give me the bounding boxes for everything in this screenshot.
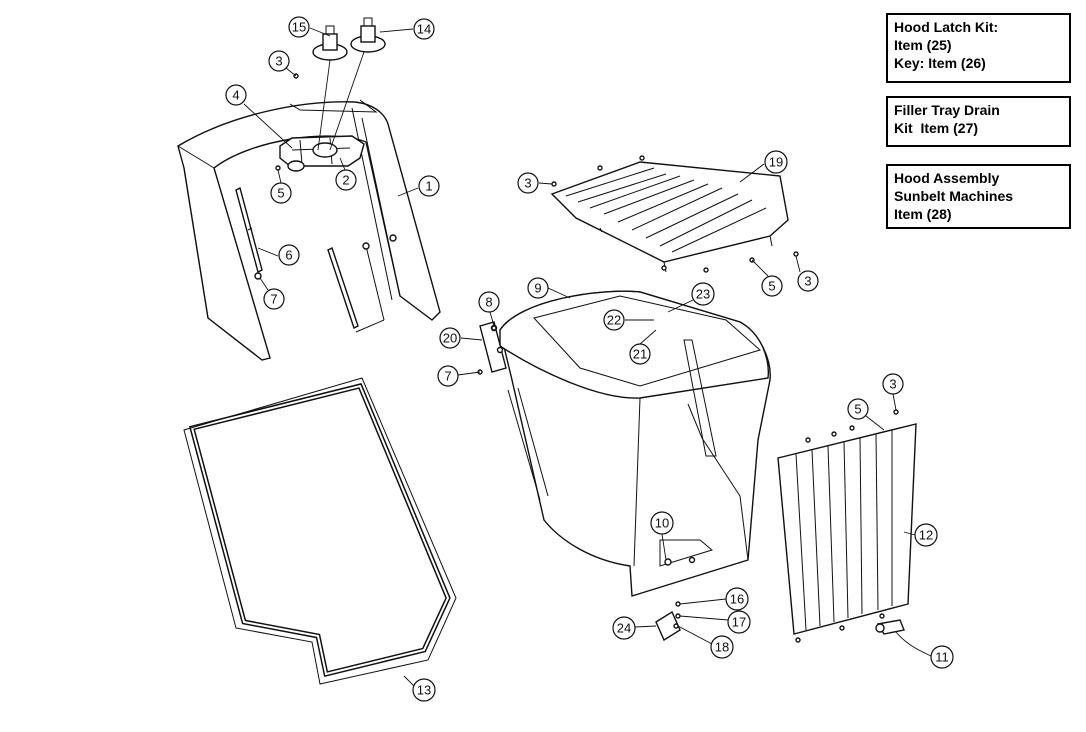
callout: 8 bbox=[478, 291, 500, 327]
callout: 22 bbox=[603, 309, 654, 331]
callout: 3 bbox=[517, 172, 553, 194]
main-housing-part bbox=[499, 290, 771, 597]
callout-label: 20 bbox=[443, 331, 457, 346]
note-line: Item (28) bbox=[894, 206, 952, 222]
callout: 17 bbox=[679, 610, 751, 634]
callout-label: 17 bbox=[732, 615, 746, 630]
note-line: Sunbelt Machines bbox=[894, 188, 1014, 204]
callout: 24 bbox=[612, 616, 657, 640]
callout-label: 23 bbox=[696, 287, 710, 302]
callout: 9 bbox=[527, 277, 571, 299]
callout-label: 5 bbox=[854, 402, 861, 417]
callout-label: 18 bbox=[715, 640, 729, 655]
callout-label: 4 bbox=[232, 88, 239, 103]
latch-tray-part bbox=[279, 135, 365, 172]
callout: 21 bbox=[629, 329, 657, 365]
note-line: Hood Latch Kit: bbox=[894, 19, 999, 35]
callout: 1 bbox=[397, 175, 440, 197]
callout: 2 bbox=[335, 157, 357, 191]
filler-tray-drain-note: Filler Tray Drain Kit Item (27) bbox=[886, 96, 1071, 147]
callout-label: 6 bbox=[285, 248, 292, 263]
hood-shell-part bbox=[177, 99, 441, 361]
callout-label: 12 bbox=[919, 528, 933, 543]
callout: 6 bbox=[257, 244, 300, 266]
callout: 7 bbox=[437, 365, 481, 387]
callout: 20 bbox=[439, 327, 483, 349]
side-panel-part bbox=[777, 423, 917, 635]
callout: 7 bbox=[259, 277, 285, 310]
callout-label: 21 bbox=[633, 347, 647, 362]
callout-label: 13 bbox=[417, 683, 431, 698]
gasket-part bbox=[183, 377, 457, 685]
callout: 10 bbox=[650, 511, 674, 561]
callout: 18 bbox=[677, 625, 734, 659]
callout-label: 5 bbox=[277, 186, 284, 201]
callout: 3 bbox=[268, 50, 297, 77]
drain-bracket-part bbox=[655, 610, 681, 642]
callout-label: 3 bbox=[275, 54, 282, 69]
callout-label: 15 bbox=[292, 20, 306, 35]
callout-label: 1 bbox=[425, 179, 432, 194]
callout: 23 bbox=[667, 282, 715, 313]
callout-label: 3 bbox=[524, 176, 531, 191]
callout-label: 11 bbox=[935, 650, 949, 665]
callout-label: 14 bbox=[417, 22, 431, 37]
hood-assembly-note: Hood Assembly Sunbelt Machines Item (28) bbox=[886, 164, 1071, 229]
callout: 14 bbox=[379, 18, 435, 40]
gas-strut-left-part bbox=[235, 186, 263, 280]
callout-label: 3 bbox=[804, 274, 811, 289]
note-line: Key: Item (26) bbox=[894, 55, 986, 71]
callout: 15 bbox=[288, 16, 331, 38]
callout: 5 bbox=[847, 398, 885, 431]
callout-label: 10 bbox=[655, 516, 669, 531]
callout-label: 2 bbox=[342, 173, 349, 188]
callout: 5 bbox=[751, 259, 783, 297]
callout-label: 3 bbox=[889, 377, 896, 392]
latch-knob-14-part bbox=[329, 17, 386, 151]
note-line: Kit Item (27) bbox=[894, 120, 979, 136]
callout: 12 bbox=[903, 523, 938, 547]
note-line: Filler Tray Drain bbox=[894, 102, 1000, 118]
callout-label: 8 bbox=[485, 295, 492, 310]
callout: 5 bbox=[270, 169, 292, 204]
callout: 19 bbox=[739, 150, 788, 183]
callout-label: 7 bbox=[270, 292, 277, 307]
callout-label: 16 bbox=[730, 592, 744, 607]
latch-knob-15-part bbox=[312, 25, 348, 151]
gas-strut-right-part bbox=[327, 234, 397, 333]
hood-latch-kit-note: Hood Latch Kit: Item (25) Key: Item (26) bbox=[886, 13, 1071, 83]
note-line: Hood Assembly bbox=[894, 170, 1000, 186]
callout: 3 bbox=[882, 373, 904, 411]
callout: 13 bbox=[403, 675, 436, 702]
key-latch-part bbox=[875, 619, 905, 635]
callout-label: 9 bbox=[534, 281, 541, 296]
callout: 16 bbox=[679, 587, 749, 611]
filler-tray-part bbox=[550, 161, 789, 273]
note-line: Item (25) bbox=[894, 37, 952, 53]
callout: 11 bbox=[895, 631, 954, 669]
callout: 4 bbox=[225, 84, 293, 149]
callout-label: 19 bbox=[769, 155, 783, 170]
callout-label: 24 bbox=[617, 621, 631, 636]
callout-label: 22 bbox=[607, 313, 621, 328]
callout-label: 5 bbox=[768, 279, 775, 294]
callout: 3 bbox=[795, 255, 819, 292]
callout-label: 7 bbox=[444, 369, 451, 384]
